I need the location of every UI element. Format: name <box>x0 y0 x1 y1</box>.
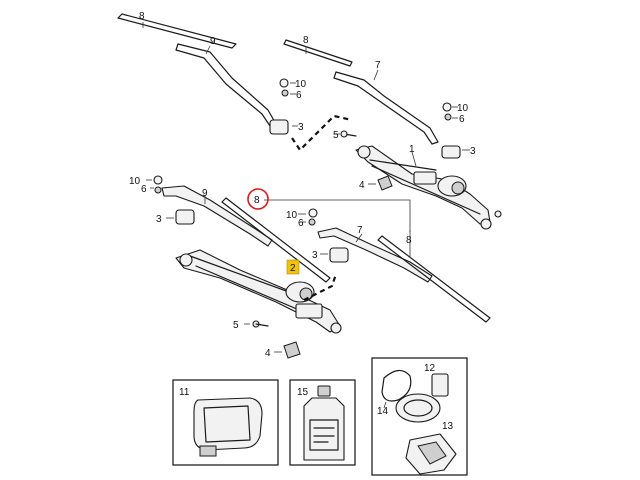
callout-8-highlighted: 8 <box>254 195 260 206</box>
callout-7-lower: 7 <box>357 225 363 236</box>
callout-10-lower-right: 10 <box>286 210 298 221</box>
callout-8-lower-right: 8 <box>406 235 412 246</box>
callout-9-upper: 9 <box>210 36 216 47</box>
lower-assembly <box>146 175 491 359</box>
upper-assembly <box>117 13 502 230</box>
callout-8-upper-right: 8 <box>303 35 309 46</box>
callout-1-upper: 1 <box>409 144 415 155</box>
callout-4-upper: 4 <box>359 180 365 191</box>
lower-wiper-motor[interactable] <box>285 281 323 319</box>
inset-rain-sensor: 11 <box>172 379 279 466</box>
callout-3-lower-right: 3 <box>312 250 318 261</box>
washer-fluid-bottle[interactable] <box>303 385 345 461</box>
callout-14: 14 <box>377 406 389 417</box>
callout-11: 11 <box>179 387 190 398</box>
callout-10-upper-right: 10 <box>457 103 469 114</box>
callout-5-upper: 5 <box>333 130 339 141</box>
inset-washer-fluid: 15 <box>289 379 356 466</box>
callout-6-upper-right: 6 <box>459 114 465 125</box>
washer-cap-seal[interactable] <box>381 369 412 402</box>
callout-10-lower-left: 10 <box>129 176 141 187</box>
callout-7-upper: 7 <box>375 60 381 71</box>
callout-12: 12 <box>424 363 436 374</box>
highlight-ring <box>247 188 269 210</box>
lower-left-wiper-arm[interactable] <box>161 185 273 247</box>
inset-washer-pump: 12 14 13 <box>371 357 468 476</box>
lower-left-nut[interactable] <box>175 209 195 225</box>
callout-15: 15 <box>297 387 309 398</box>
upper-clip[interactable] <box>377 175 393 191</box>
callout-6-lower-left: 6 <box>141 184 147 195</box>
lower-clip[interactable] <box>283 341 301 359</box>
callout-9-lower: 9 <box>202 188 208 199</box>
callout-5-lower: 5 <box>233 320 239 331</box>
upper-right-nut[interactable] <box>441 145 461 159</box>
upper-right-wiper-arm[interactable] <box>333 71 439 145</box>
callout-2-marker: 2 <box>290 263 296 274</box>
upper-left-wiper-blade[interactable] <box>117 13 237 49</box>
callout-3-upper-left: 3 <box>298 122 304 133</box>
callout-10-upper-left: 10 <box>295 79 307 90</box>
callout-3-upper-right: 3 <box>470 146 476 157</box>
upper-left-nut[interactable] <box>269 119 289 135</box>
lower-wiper-linkage[interactable] <box>175 249 341 333</box>
upper-wiper-linkage[interactable] <box>355 145 491 225</box>
rain-sensor-part[interactable] <box>193 397 263 451</box>
callout-6-lower-right: 6 <box>298 218 304 229</box>
upper-left-wiper-arm[interactable] <box>175 43 277 127</box>
callout-3-lower-left: 3 <box>156 214 162 225</box>
upper-right-wiper-blade[interactable] <box>283 39 353 67</box>
callout-labels: 8 9 10 6 3 8 7 10 6 3 1 5 4 10 6 9 3 8 1… <box>129 11 476 359</box>
lower-right-wiper-blade[interactable] <box>377 235 491 323</box>
lower-left-wiper-blade[interactable] <box>221 197 331 283</box>
callout-13: 13 <box>442 421 454 432</box>
upper-wiper-motor[interactable] <box>413 171 467 197</box>
callout-6-upper-left: 6 <box>296 90 302 101</box>
washer-pump-unit[interactable] <box>395 373 457 475</box>
callout-4-lower: 4 <box>265 348 271 359</box>
lower-right-nut[interactable] <box>329 247 349 263</box>
callout-8-upper-left: 8 <box>139 11 145 22</box>
position-2-marker <box>286 259 300 275</box>
